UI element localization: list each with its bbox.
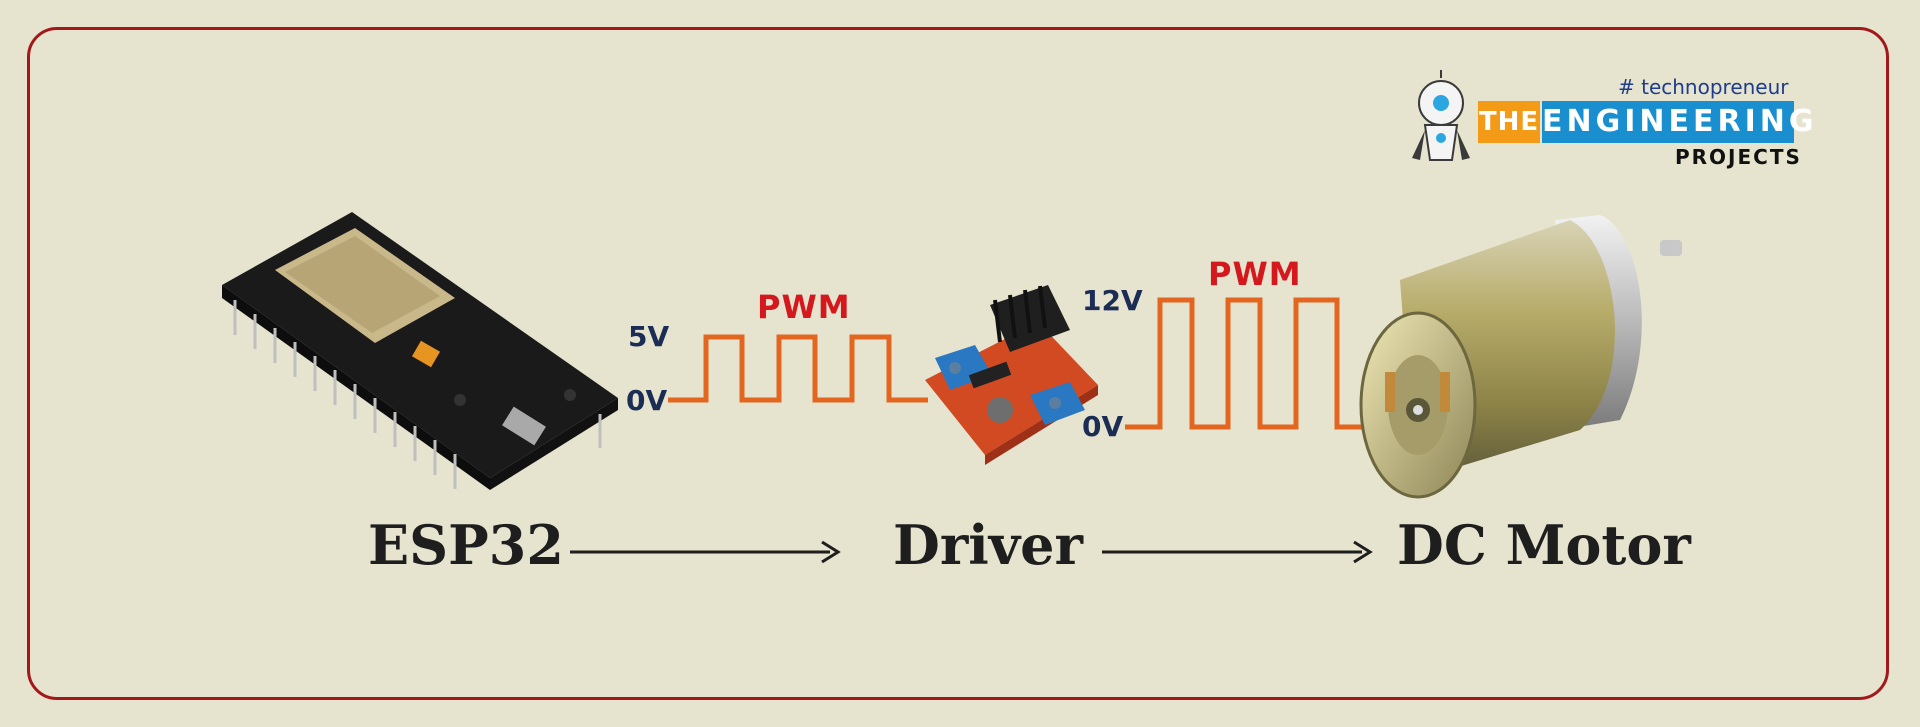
logo-orange-box (1478, 101, 1540, 143)
input-high-voltage-label: 5V (628, 320, 670, 353)
pwm-input-waveform (668, 334, 928, 403)
dc-motor-image (1359, 215, 1682, 499)
output-low-voltage-label: 0V (1082, 410, 1124, 443)
robot-logo-icon (1412, 70, 1470, 161)
output-high-voltage-label: 12V (1082, 284, 1143, 317)
pwm-output-waveform (1125, 297, 1380, 430)
esp32-label: ESP32 (368, 513, 564, 577)
logo-engineering-text: ENGINEERING (1542, 104, 1818, 139)
arrow-esp32-to-driver (570, 540, 841, 564)
arrow-driver-to-motor (1102, 540, 1373, 564)
logo-the-text: THE (1478, 107, 1540, 137)
logo-blue-box (1542, 101, 1794, 143)
input-pwm-label: PWM (757, 288, 851, 326)
driver-label: Driver (893, 513, 1083, 577)
diagram-frame (27, 27, 1889, 700)
output-pwm-label: PWM (1208, 255, 1302, 293)
logo-projects-text: PROJECTS (1675, 145, 1802, 169)
logo-hashtag: # technopreneur (1618, 75, 1789, 99)
dc-motor-label: DC Motor (1397, 513, 1691, 577)
driver-board-image (925, 285, 1098, 465)
input-low-voltage-label: 0V (626, 384, 668, 417)
esp32-board-image (222, 212, 618, 490)
